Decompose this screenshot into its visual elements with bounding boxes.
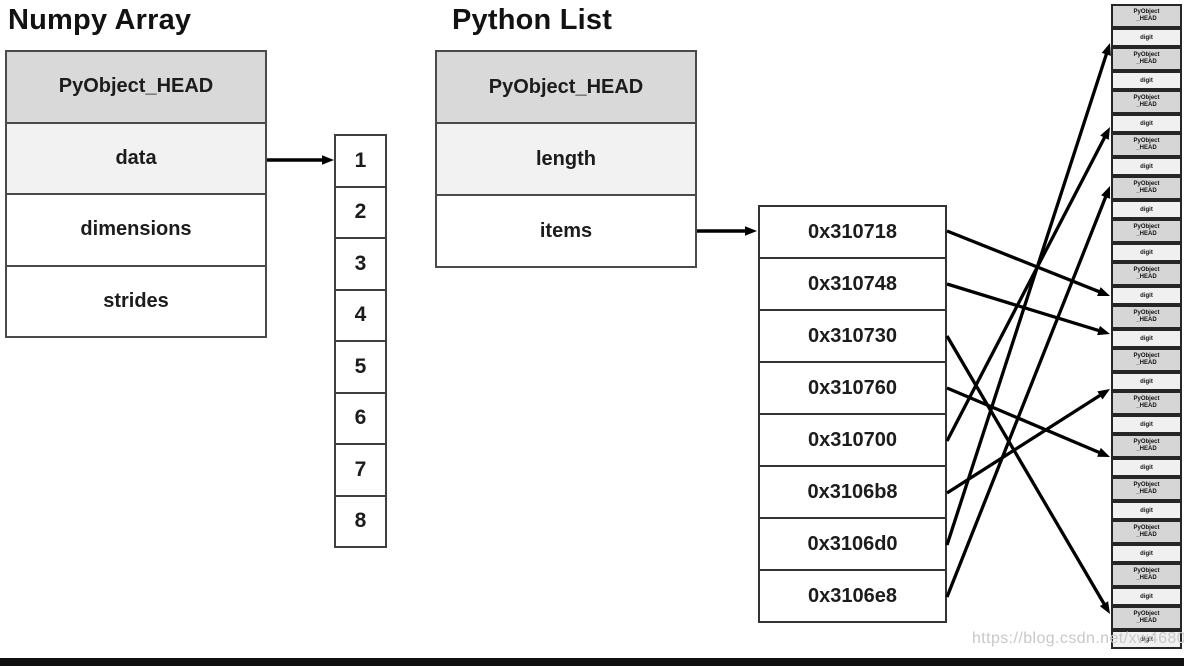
heap-object-head: PyObject_HEAD <box>1111 305 1182 329</box>
heap-object-head: PyObject_HEAD <box>1111 47 1182 71</box>
pointer-arrow-line <box>945 52 1109 546</box>
numpy-row-pyobject-head: PyObject_HEAD <box>7 52 265 122</box>
address-cell: 0x310718 <box>760 207 945 257</box>
pointer-arrow-head <box>1097 325 1110 336</box>
numpy-row-strides: strides <box>7 264 265 336</box>
heap-object-value: digit <box>1111 114 1182 133</box>
connector-arrow-head <box>322 155 334 165</box>
address-cell: 0x3106d0 <box>760 517 945 569</box>
pointer-arrow-line <box>946 229 1102 294</box>
address-cell: 0x310748 <box>760 257 945 309</box>
heap-object-value: digit <box>1111 372 1182 391</box>
buffer-cell: 5 <box>336 340 385 392</box>
list-row-length: length <box>437 122 695 194</box>
buffer-cell: 6 <box>336 391 385 443</box>
heap-object-value: digit <box>1111 28 1182 47</box>
heap-object-value: digit <box>1111 630 1182 649</box>
heap-object-value: digit <box>1111 157 1182 176</box>
heap-object-head: PyObject_HEAD <box>1111 391 1182 415</box>
pointer-arrow-line <box>946 282 1101 333</box>
buffer-cell: 7 <box>336 443 385 495</box>
pointer-arrow-head <box>1101 43 1111 56</box>
footer-bar <box>0 658 1184 666</box>
numpy-array-title: Numpy Array <box>8 4 192 36</box>
numpy-row-dimensions: dimensions <box>7 193 265 265</box>
pointer-arrow-line <box>945 335 1107 607</box>
heap-object-value: digit <box>1111 200 1182 219</box>
heap-object-value: digit <box>1111 458 1182 477</box>
heap-object-value: digit <box>1111 329 1182 348</box>
heap-object-value: digit <box>1111 587 1182 606</box>
pointer-arrow-head <box>1101 186 1111 199</box>
heap-object-value: digit <box>1111 415 1182 434</box>
pointer-arrow-head <box>1097 447 1110 457</box>
address-cell: 0x310760 <box>760 361 945 413</box>
pointer-arrow-line <box>945 194 1108 598</box>
heap-object-head: PyObject_HEAD <box>1111 90 1182 114</box>
list-row-pyobject-head: PyObject_HEAD <box>437 52 695 122</box>
address-cell: 0x310730 <box>760 309 945 361</box>
pointer-arrow-head <box>1099 601 1110 614</box>
heap-object-head: PyObject_HEAD <box>1111 133 1182 157</box>
numpy-array-struct: PyObject_HEAD data dimensions strides <box>5 50 267 338</box>
heap-object-value: digit <box>1111 501 1182 520</box>
heap-object-head: PyObject_HEAD <box>1111 262 1182 286</box>
heap-object-value: digit <box>1111 243 1182 262</box>
heap-object-head: PyObject_HEAD <box>1111 563 1182 587</box>
connector-arrow-head <box>745 226 757 236</box>
buffer-cell: 3 <box>336 237 385 289</box>
heap-object-head: PyObject_HEAD <box>1111 176 1182 200</box>
heap-object-head: PyObject_HEAD <box>1111 434 1182 458</box>
heap-object-head: PyObject_HEAD <box>1111 520 1182 544</box>
buffer-cell: 2 <box>336 185 385 237</box>
pointer-arrow-line <box>946 386 1102 455</box>
pointer-arrow-head <box>1097 287 1110 297</box>
buffer-cell: 1 <box>336 136 385 186</box>
buffer-cell: 8 <box>336 494 385 546</box>
heap-object-head: PyObject_HEAD <box>1111 477 1182 501</box>
pointer-arrow-head <box>1097 389 1110 400</box>
heap-object-head: PyObject_HEAD <box>1111 606 1182 630</box>
python-list-struct: PyObject_HEAD length items <box>435 50 697 268</box>
heap-object-value: digit <box>1111 544 1182 563</box>
watermark-text: https://blog.csdn.net/xw4680 <box>972 630 1184 647</box>
heap-object-value: digit <box>1111 71 1182 90</box>
numpy-row-data: data <box>7 121 265 193</box>
address-cell: 0x310700 <box>760 413 945 465</box>
address-cell: 0x3106e8 <box>760 569 945 621</box>
list-row-items: items <box>437 194 695 266</box>
heap-object-value: digit <box>1111 286 1182 305</box>
python-list-title: Python List <box>452 4 613 36</box>
pointer-arrow-line <box>946 392 1103 495</box>
heap-object-head: PyObject_HEAD <box>1111 219 1182 243</box>
pointer-arrow-head <box>1100 127 1110 140</box>
heap-object-head: PyObject_HEAD <box>1111 348 1182 372</box>
address-cell: 0x3106b8 <box>760 465 945 517</box>
buffer-cell: 4 <box>336 288 385 340</box>
heap-object-head: PyObject_HEAD <box>1111 4 1182 28</box>
pointer-arrow-line <box>945 135 1107 442</box>
